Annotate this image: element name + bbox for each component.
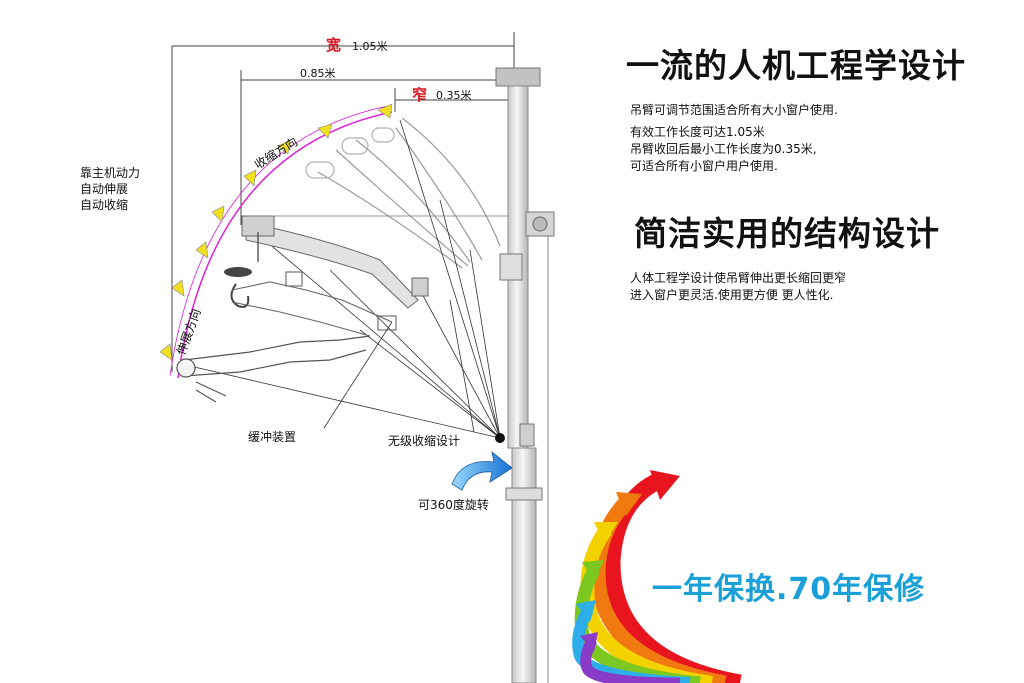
callout-leaders: [323, 299, 475, 433]
left-note-line-1: 靠主机动力: [80, 166, 141, 180]
section2-line-1: 人体工程学设计使吊臂伸出更长缩回更窄: [630, 271, 847, 285]
section1-title: 一流的人机工程学设计: [626, 46, 966, 85]
warranty-slogan: 一年保换.70年保修: [652, 572, 926, 607]
section2-title: 简洁实用的结构设计: [634, 214, 940, 253]
wide-dimension: 1.05米: [352, 40, 388, 53]
mid-dimension: 0.85米: [300, 67, 336, 80]
wide-char: 宽: [326, 36, 342, 54]
rainbow-arrowheads: [576, 470, 680, 652]
pivot-cables: [189, 119, 501, 439]
narrow-dimension: 0.35米: [436, 89, 472, 102]
left-note-line-3: 自动收缩: [80, 198, 129, 212]
arc-arrows: [159, 103, 393, 361]
arm-lowest: [176, 335, 371, 403]
narrow-char: 窄: [412, 86, 428, 104]
arm-extended: [224, 215, 429, 309]
rotate-label: 可360度旋转: [418, 498, 489, 512]
buffer-device-label: 缓冲装置: [248, 430, 297, 444]
section1-line-3: 吊臂收回后最小工作长度为0.35米,: [630, 142, 817, 156]
dimension-lines: [171, 32, 515, 372]
left-note-line-2: 自动伸展: [80, 182, 129, 196]
rotate-arrow-icon: [451, 451, 513, 491]
motion-arc: [169, 105, 393, 379]
section2-line-2: 进入窗户更灵活.使用更方便 更人性化.: [630, 288, 834, 302]
section1-line-4: 可适合所有小窗户用户使用.: [630, 159, 778, 173]
pole: [495, 67, 555, 683]
pivot-point: [495, 433, 505, 443]
section1-line-2: 有效工作长度可达1.05米: [630, 125, 765, 139]
stepless-design-label: 无级收缩设计: [388, 434, 461, 448]
section1-line-1: 吊臂可调节范围适合所有大小窗户使用.: [630, 103, 838, 117]
